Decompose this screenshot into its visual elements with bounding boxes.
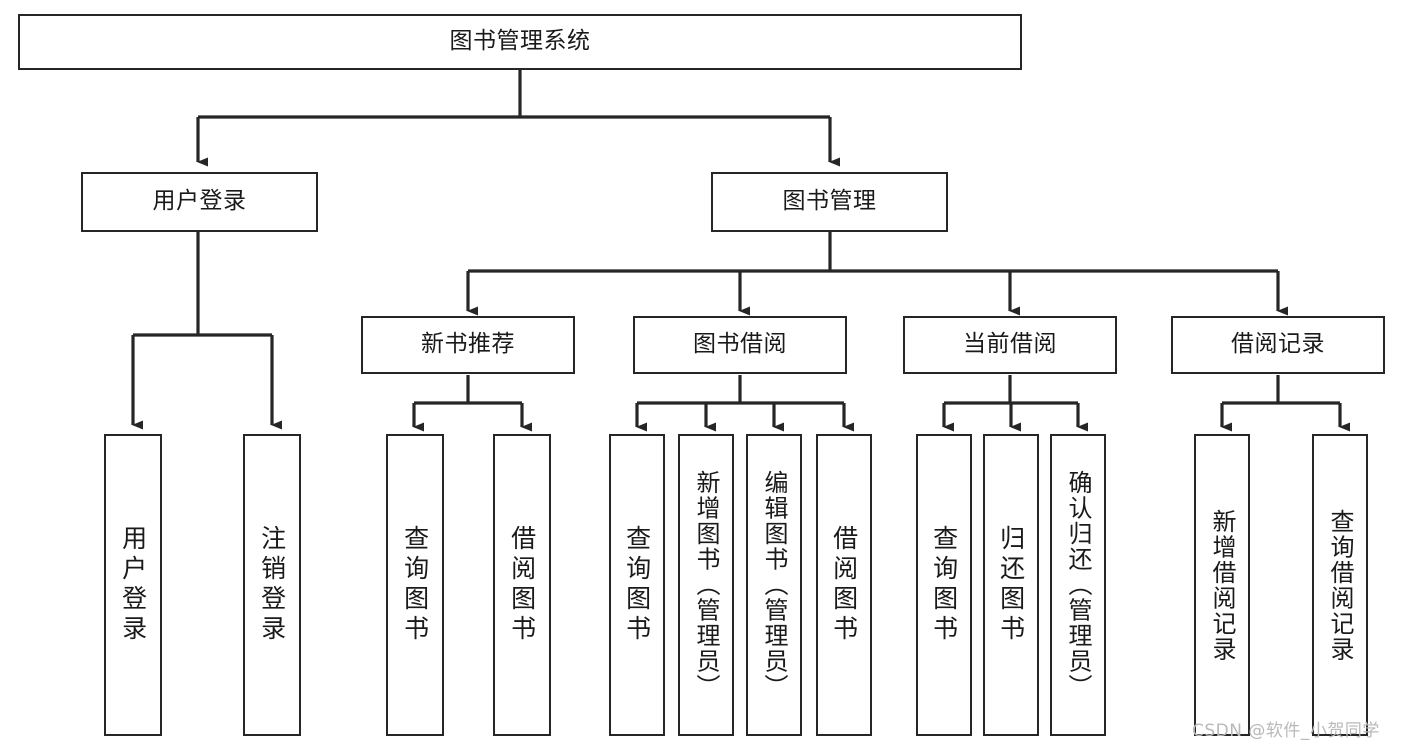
node-book-borrow-label: 图书借阅 xyxy=(693,331,787,358)
node-leaf-logout[interactable]: 注销登录 xyxy=(243,434,301,736)
node-borrow-records-label: 借阅记录 xyxy=(1231,331,1325,358)
node-leaf-recommend-query-book-label: 查询图书 xyxy=(400,525,430,645)
node-user-login[interactable]: 用户登录 xyxy=(81,172,318,232)
node-leaf-borrow-query-book-label: 查询图书 xyxy=(622,525,652,645)
node-leaf-edit-book-admin-label: 编辑图书（管理员） xyxy=(760,470,788,700)
node-borrow-records[interactable]: 借阅记录 xyxy=(1171,316,1385,374)
node-leaf-current-query-book-label: 查询图书 xyxy=(929,525,959,645)
node-leaf-add-borrow-record[interactable]: 新增借阅记录 xyxy=(1194,434,1250,736)
node-leaf-edit-book-admin[interactable]: 编辑图书（管理员） xyxy=(746,434,802,736)
node-user-login-label: 用户登录 xyxy=(152,188,247,215)
node-leaf-borrow-book-label: 借阅图书 xyxy=(829,525,859,645)
node-leaf-return-book-label: 归还图书 xyxy=(996,525,1026,645)
node-leaf-return-book[interactable]: 归还图书 xyxy=(983,434,1039,736)
node-leaf-user-login-label: 用户登录 xyxy=(118,525,148,645)
node-root-label: 图书管理系统 xyxy=(449,28,591,55)
watermark-text: CSDN @软件_小贺同学 xyxy=(1192,721,1380,741)
node-book-management[interactable]: 图书管理 xyxy=(711,172,948,232)
node-current-borrow-label: 当前借阅 xyxy=(963,331,1057,358)
node-leaf-recommend-borrow-book-label: 借阅图书 xyxy=(507,525,537,645)
node-leaf-user-login[interactable]: 用户登录 xyxy=(104,434,162,736)
node-leaf-query-borrow-record-label: 查询借阅记录 xyxy=(1326,508,1354,662)
node-leaf-add-book-admin[interactable]: 新增图书（管理员） xyxy=(678,434,734,736)
node-leaf-borrow-book[interactable]: 借阅图书 xyxy=(816,434,872,736)
node-leaf-confirm-return-admin[interactable]: 确认归还（管理员） xyxy=(1050,434,1106,736)
node-leaf-logout-label: 注销登录 xyxy=(257,525,287,645)
node-leaf-query-borrow-record[interactable]: 查询借阅记录 xyxy=(1312,434,1368,736)
node-current-borrow[interactable]: 当前借阅 xyxy=(903,316,1117,374)
node-new-book-recommend[interactable]: 新书推荐 xyxy=(361,316,575,374)
node-leaf-confirm-return-admin-label: 确认归还（管理员） xyxy=(1064,470,1092,700)
node-leaf-add-borrow-record-label: 新增借阅记录 xyxy=(1208,508,1236,662)
node-root[interactable]: 图书管理系统 xyxy=(18,14,1022,70)
node-leaf-current-query-book[interactable]: 查询图书 xyxy=(916,434,972,736)
node-book-management-label: 图书管理 xyxy=(782,188,877,215)
node-leaf-recommend-query-book[interactable]: 查询图书 xyxy=(386,434,444,736)
node-leaf-borrow-query-book[interactable]: 查询图书 xyxy=(609,434,665,736)
node-leaf-add-book-admin-label: 新增图书（管理员） xyxy=(692,470,720,700)
node-new-book-recommend-label: 新书推荐 xyxy=(421,331,515,358)
node-leaf-recommend-borrow-book[interactable]: 借阅图书 xyxy=(493,434,551,736)
node-book-borrow[interactable]: 图书借阅 xyxy=(633,316,847,374)
